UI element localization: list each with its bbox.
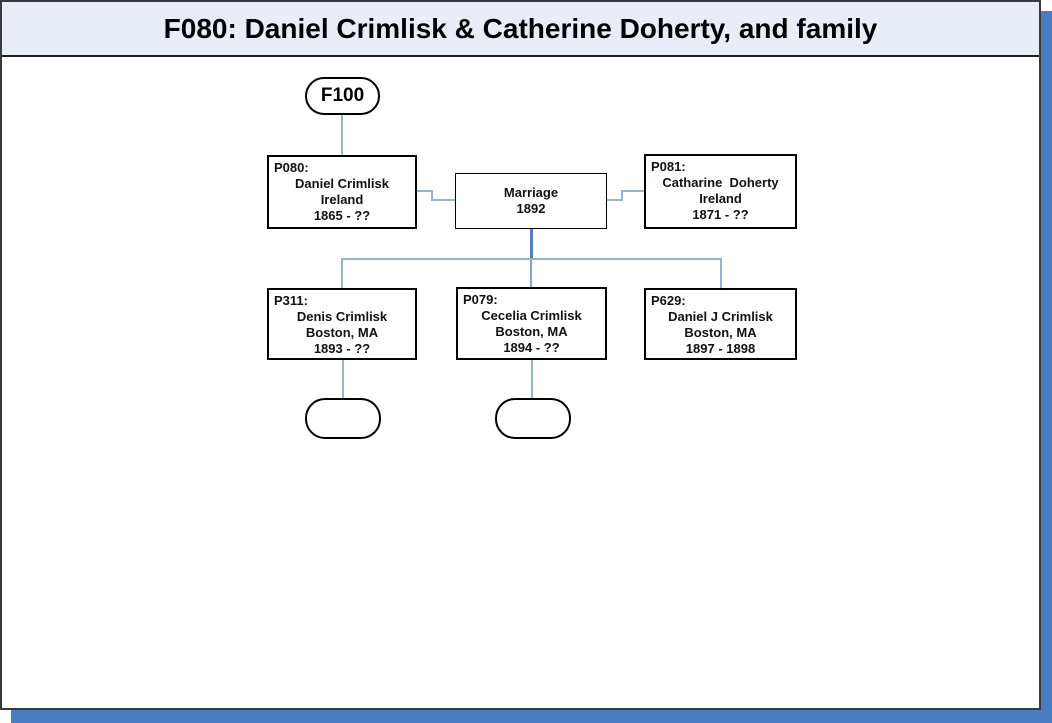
connector-marriage-down [530,229,533,260]
connector-father-marriage-v [431,190,433,201]
person-years: 1871 - ?? [692,207,749,222]
person-years: 1894 - ?? [503,340,560,355]
marriage-label: Marriage [503,185,559,200]
person-name: Denis Crimlisk [296,309,388,324]
marriage-year: 1892 [516,201,546,216]
connector-drop-child2 [530,260,532,288]
person-id: P311: [274,293,308,308]
person-id: P080: [274,160,309,175]
person-box-p629[interactable]: P629: Daniel J Crimlisk Boston, MA 1897 … [644,288,797,360]
person-place: Boston, MA [684,325,757,340]
connector-marriage-mother-h2 [621,190,644,192]
connector-drop-child1 [341,258,343,288]
person-name: Daniel J Crimlisk [668,309,773,324]
connector-drop-child3 [720,258,722,288]
person-box-p311[interactable]: P311: Denis Crimlisk Boston, MA 1893 - ?… [267,288,417,360]
person-place: Ireland [320,192,364,207]
chart-title: F080: Daniel Crimlisk & Catherine Dohert… [163,12,878,44]
person-years: 1865 - ?? [313,208,371,223]
connector-child1-family [342,360,344,398]
person-name: Daniel Crimlisk [295,176,389,191]
person-id: P079: [463,292,498,307]
person-box-p081[interactable]: P081: Catharine Doherty Ireland 1871 - ?… [644,154,797,229]
person-name: Cecelia Crimlisk [481,308,582,323]
chart-frame: F080: Daniel Crimlisk & Catherine Dohert… [0,0,1041,710]
person-years: 1893 - ?? [313,341,371,356]
person-name: Catharine Doherty [662,175,779,190]
connector-marriage-mother-h1 [605,199,623,201]
person-id: P081: [651,159,686,174]
connector-parentfamily-father [341,113,343,155]
person-place: Boston, MA [305,325,379,340]
child-family-node-1[interactable] [305,398,381,439]
connector-sibling-bar [341,258,722,260]
parent-family-node-f100[interactable]: F100 [305,77,380,115]
connector-father-marriage-h1 [415,190,433,192]
marriage-box: Marriage 1892 [455,173,607,229]
connector-child2-family [531,360,533,398]
chart-title-bar: F080: Daniel Crimlisk & Catherine Dohert… [2,2,1039,57]
connector-father-marriage-h2 [431,199,455,201]
parent-family-label: F100 [320,85,365,106]
person-years: 1897 - 1898 [685,341,756,356]
person-place: Ireland [699,191,742,206]
connector-marriage-mother-v [621,190,623,201]
person-id: P629: [651,293,686,308]
person-box-p080[interactable]: P080: Daniel Crimlisk Ireland 1865 - ?? [267,155,417,229]
person-box-p079[interactable]: P079: Cecelia Crimlisk Boston, MA 1894 -… [456,287,607,360]
person-place: Boston, MA [495,324,568,339]
child-family-node-2[interactable] [495,398,571,439]
